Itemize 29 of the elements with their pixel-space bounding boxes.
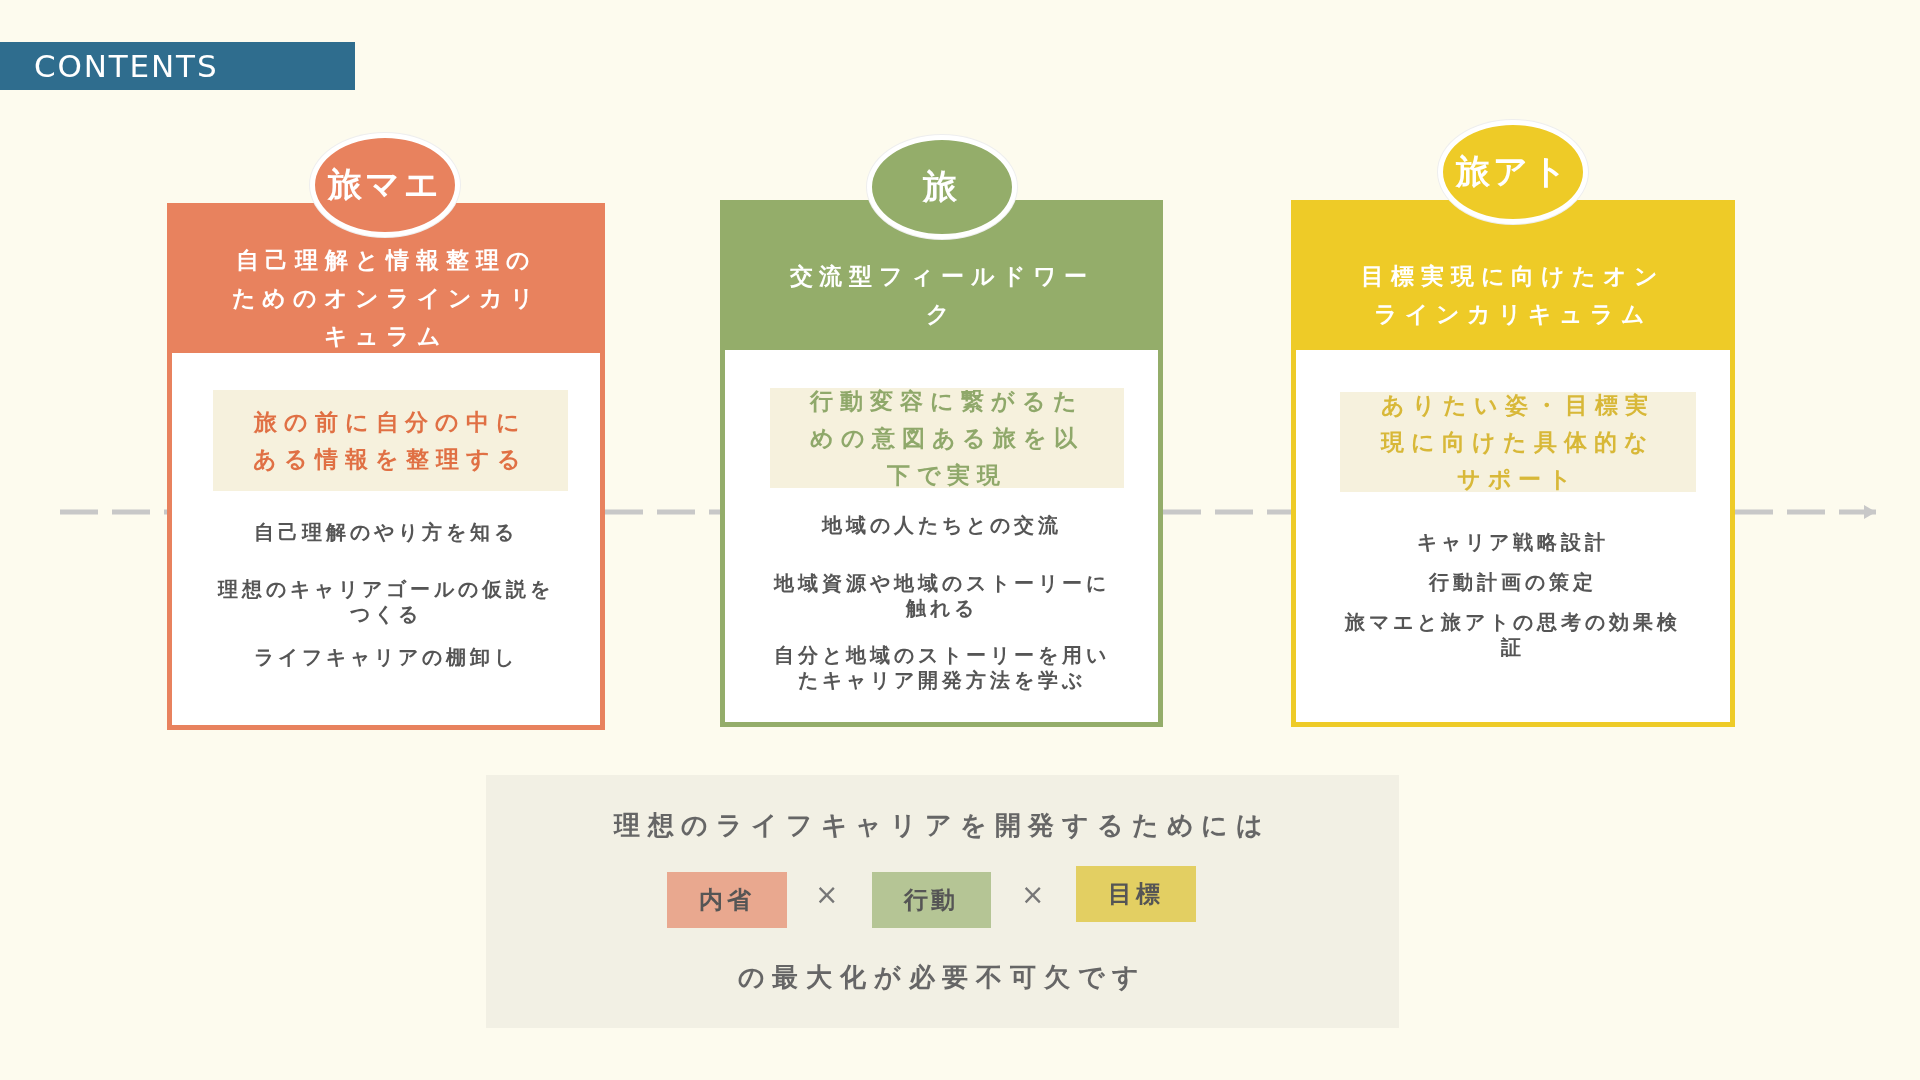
connector-line <box>60 509 167 515</box>
keyword-chip: 目標 <box>1076 866 1196 922</box>
list-item: 地域の人たちとの交流 <box>820 513 1063 538</box>
list-item: 理想のキャリアゴールの仮説をつくる <box>216 577 555 627</box>
multiply-sign: × <box>815 878 839 911</box>
summary-text: の最大化が必要不可欠です <box>736 961 1149 994</box>
title-banner: CONTENTS <box>0 42 355 90</box>
list-item: 行動計画の策定 <box>1427 570 1598 595</box>
highlight-box: 行動変容に繋がるための意図ある旅を以下で実現 <box>770 388 1124 488</box>
list-item: キャリア戦略設計 <box>1416 530 1610 555</box>
list-item: 自分と地域のストーリーを用いたキャリア開発方法を学ぶ <box>772 643 1111 693</box>
connector-line <box>605 509 720 515</box>
stage-panel <box>167 203 605 730</box>
highlight-box: 旅の前に自分の中にある情報を整理する <box>213 390 568 491</box>
list-item: 旅マエと旅アトの思考の効果検証 <box>1344 610 1682 660</box>
list-item: 地域資源や地域のストーリーに触れる <box>772 571 1111 621</box>
stage-panel <box>1291 200 1735 727</box>
summary-heading: 理想のライフキャリアを開発するためには <box>612 809 1273 842</box>
multiply-sign: × <box>1021 878 1045 911</box>
connector-line <box>1163 509 1291 515</box>
list-item: 自己理解のやり方を知る <box>253 520 519 545</box>
stage-badge: 旅アト <box>1438 120 1588 224</box>
stage-badge: 旅マエ <box>310 133 460 237</box>
keyword-chip: 内省 <box>667 872 787 928</box>
summary-box <box>486 775 1399 1028</box>
highlight-box: ありたい姿・目標実現に向けた具体的なサポート <box>1340 392 1696 492</box>
keyword-chip: 行動 <box>872 872 991 928</box>
list-item: ライフキャリアの棚卸し <box>253 645 519 670</box>
arrow <box>1735 505 1876 519</box>
